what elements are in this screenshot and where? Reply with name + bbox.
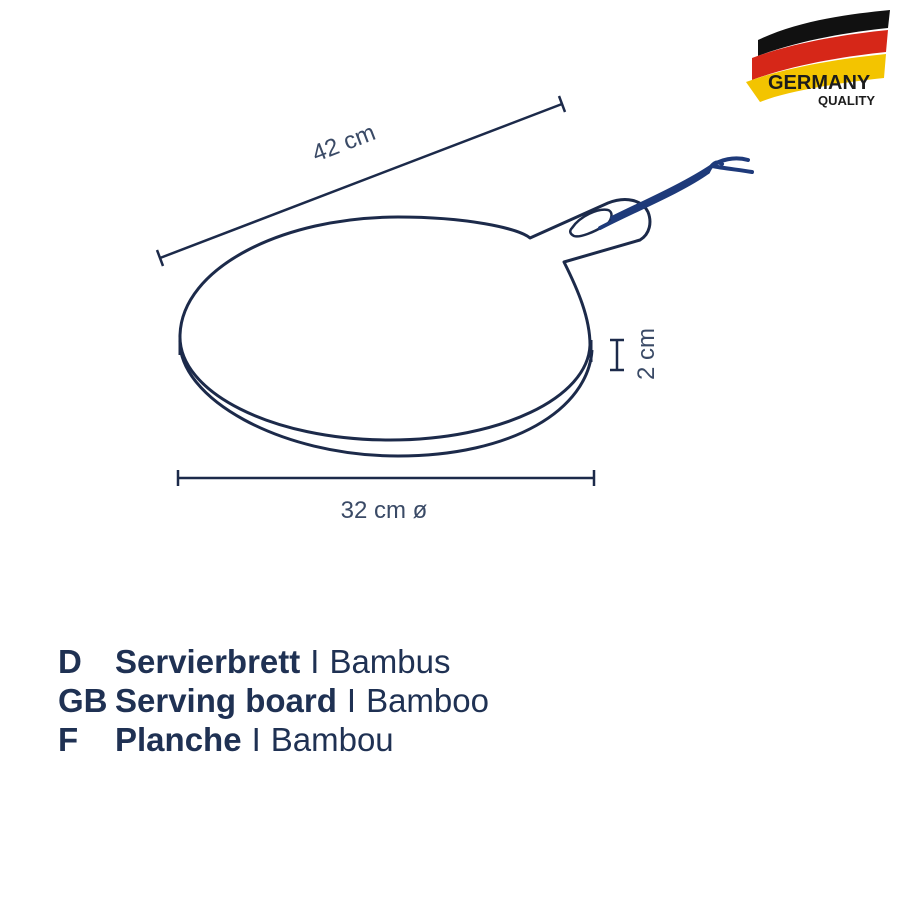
material: Bamboo	[366, 682, 489, 719]
separator: I	[310, 643, 320, 680]
logo-line2: QUALITY	[818, 93, 875, 108]
serving-board-outline	[178, 198, 652, 458]
length-dimension	[155, 95, 567, 267]
label-row-gb: GB Serving board I Bamboo	[58, 681, 489, 720]
height-dimension	[610, 338, 624, 372]
product-name: Planche	[115, 721, 242, 758]
flag-stripe-gold	[746, 54, 886, 102]
flag-stripe-red	[752, 30, 888, 80]
diameter-label: 32 cm ø	[341, 497, 428, 524]
diameter-dimension	[176, 470, 596, 486]
height-label: 2 cm	[633, 328, 660, 380]
lang-code: D	[58, 643, 82, 680]
lang-code: F	[58, 721, 79, 758]
material: Bambou	[270, 721, 394, 758]
germany-quality-logo: GERMANY QUALITY	[746, 10, 890, 108]
length-label: 42 cm	[308, 119, 379, 168]
logo-line1: GERMANY	[768, 72, 871, 94]
hanging-strap	[598, 156, 754, 230]
label-row-fr: F Planche I Bambou	[58, 720, 489, 759]
flag-stripe-black	[758, 10, 890, 56]
separator: I	[251, 721, 261, 758]
separator: I	[346, 682, 357, 719]
lang-code: GB	[58, 682, 108, 719]
label-row-de: D Servierbrett I Bambus	[58, 642, 489, 681]
product-labels: D Servierbrett I Bambus GB Serving board…	[58, 642, 489, 759]
product-name: Serving board	[115, 682, 337, 719]
material: Bambus	[329, 643, 451, 680]
product-diagram: GERMANY QUALITY 42 cm 2 cm	[155, 10, 890, 524]
product-name: Servierbrett	[115, 643, 301, 680]
